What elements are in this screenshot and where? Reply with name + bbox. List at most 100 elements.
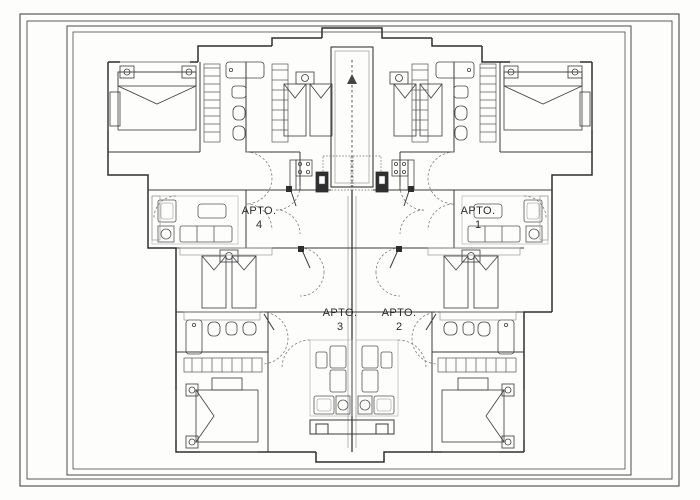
bedroom-lower-right	[441, 377, 515, 449]
nightstand-lr-top	[501, 383, 515, 397]
closet-ur2-body	[411, 63, 429, 143]
door-arc-ur-1	[427, 151, 455, 179]
plan-border-inner	[72, 31, 626, 470]
counter-left	[289, 159, 297, 191]
lower-balcony	[309, 419, 395, 435]
twin-bed-mr-1-fold	[473, 255, 499, 271]
service-strip-left	[151, 195, 161, 241]
side-table-right	[525, 225, 543, 243]
dresser-ul	[109, 91, 121, 127]
bed-headboard-ur	[503, 71, 583, 87]
door-hinge-ur	[408, 186, 414, 192]
nightstand-lr-bottom	[501, 435, 515, 449]
apto-2-number: 2	[396, 321, 402, 333]
drawing-frame	[19, 13, 680, 487]
burner-r-3	[393, 169, 398, 174]
door-leaves	[263, 186, 437, 331]
balcony-pier-right	[375, 423, 389, 435]
lamp-ul-right	[185, 68, 193, 76]
bed-quilt-fold-ur	[503, 85, 583, 105]
side-table-left	[157, 225, 175, 243]
sofa-right	[467, 225, 521, 243]
door-arc-lr-1	[411, 311, 439, 339]
door-arc-ml-1	[299, 247, 325, 273]
stairwell-inner	[334, 50, 370, 184]
coffee-table-left	[197, 203, 227, 219]
bed-quilt-fold-ul	[117, 85, 197, 105]
twin-bed-ml-1-fold	[201, 255, 227, 271]
side-table-lr	[357, 395, 373, 415]
door-arc-ul-3	[245, 203, 273, 231]
bed-quilt-fold-lr	[485, 389, 505, 443]
apto-2-label: APTO.	[382, 307, 417, 319]
door-leaf-ll	[263, 313, 275, 331]
balcony-slab	[309, 419, 395, 435]
bedroom-twin-upper-center-left	[283, 71, 333, 137]
closet-upper-right	[479, 63, 497, 143]
coffee-table-lr	[380, 351, 393, 369]
door-arc-ur-5	[399, 209, 425, 235]
burner-l-1	[297, 161, 302, 166]
bed-quilt-fold-ll	[195, 389, 215, 443]
coffee-table-ll	[315, 351, 328, 369]
twin-bed-ucl-1	[283, 83, 307, 137]
armchair-lr-cushion	[376, 398, 392, 412]
sink-lr	[443, 321, 458, 336]
armchair-ll	[313, 395, 335, 415]
sofa-lr-seg-2	[361, 369, 379, 393]
closet-ul2-body	[271, 63, 289, 143]
closet-lower-right	[437, 357, 517, 373]
sofa-lr-seg-1	[361, 345, 379, 369]
armchair-left-cushion	[160, 202, 174, 220]
armchair-lr	[373, 395, 395, 415]
bathroom-upper-left	[225, 61, 265, 141]
apto-3-number: 3	[337, 321, 343, 333]
door-arc-lr-2	[411, 337, 439, 365]
headboard-lr	[457, 377, 489, 391]
bedroom-master-upper-left	[109, 65, 197, 131]
closet-upper-left-2	[271, 63, 289, 143]
bathroom-lower-left	[183, 311, 261, 355]
lamp-ur-left	[507, 68, 515, 76]
bidet-ur	[454, 125, 468, 141]
sofa-ll-seg-2	[329, 369, 347, 393]
burner-l-2	[305, 161, 310, 166]
dresser-ur	[579, 91, 591, 127]
sofa-ll-seg-1	[329, 345, 347, 369]
door-arc-ur-2	[427, 177, 455, 205]
lamp-ll-bottom	[188, 438, 196, 446]
apto-4-label: APTO.	[242, 205, 277, 217]
coffee-table-right	[473, 203, 503, 219]
door-arc-ml-2	[299, 271, 325, 297]
side-table-ll-lamp	[337, 399, 349, 411]
living-lower-left-zone	[309, 339, 353, 417]
fridge-door-right	[378, 175, 386, 185]
stair-direction-arrow	[347, 74, 357, 84]
twin-bed-ucl-2	[309, 83, 333, 137]
tub-drain-ur	[466, 68, 471, 73]
side-table-right-lamp	[528, 228, 540, 240]
apto-4-number: 4	[256, 219, 262, 231]
burner-l-4	[305, 169, 310, 174]
toilet-ur	[454, 105, 468, 121]
living-lower-right-zone	[355, 339, 399, 417]
twin-bed-ucr-2-fold	[419, 83, 443, 99]
living-room-lower-left	[309, 339, 353, 417]
bathtub-ur	[435, 61, 475, 79]
toilet-ul	[232, 105, 246, 121]
apto-1-label: APTO.	[461, 205, 496, 217]
bidet-ll	[225, 321, 238, 336]
vanity-counter-lr	[439, 311, 517, 321]
door-leaf-ml	[301, 249, 311, 269]
lamp-lr-bottom	[504, 438, 512, 446]
nightstand-mr	[461, 249, 481, 263]
closet-strip-mid-left	[179, 247, 273, 256]
tub-drain-lr	[503, 322, 508, 327]
wall-upper-right-step2	[431, 38, 482, 47]
door-hinge-ml	[298, 246, 304, 252]
fridge-door-left	[318, 175, 326, 185]
door-arc-mr-1	[375, 247, 401, 273]
twin-bed-ml-1	[201, 255, 227, 309]
bedroom-lower-left	[185, 377, 259, 449]
door-arc-ul-2	[245, 177, 273, 205]
